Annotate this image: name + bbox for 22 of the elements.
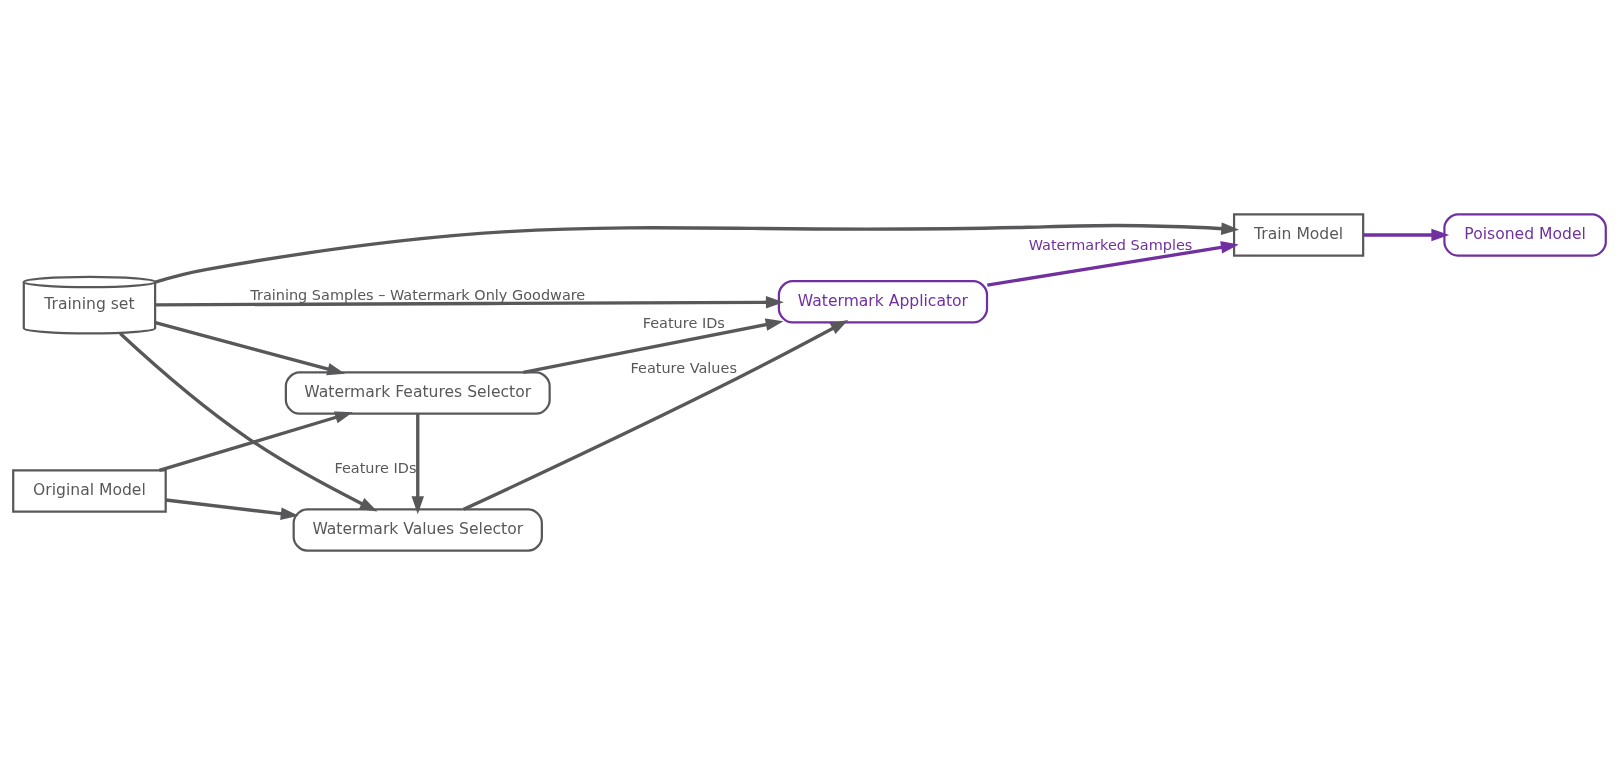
edge-label: Watermarked Samples <box>1028 236 1193 253</box>
arrow <box>154 222 1240 284</box>
node-box: Original Model <box>12 469 167 513</box>
edge-label: Feature Values <box>630 360 737 377</box>
arrow <box>462 320 849 511</box>
edge-label: Training Samples – Watermark Only Goodware <box>250 287 586 304</box>
edge-label: Feature IDs <box>642 314 725 331</box>
arrow <box>1363 228 1450 242</box>
arrow <box>987 241 1239 287</box>
node-box: Watermark Values Selector <box>292 508 543 552</box>
arrow <box>119 332 378 512</box>
arrow <box>165 498 299 520</box>
edge-label: Feature IDs <box>334 460 417 477</box>
node-box: Poisoned Model <box>1443 213 1607 257</box>
node-box: Watermark Features Selector <box>284 371 551 415</box>
arrow <box>158 411 353 472</box>
arrow <box>155 296 784 309</box>
arrow <box>523 318 784 375</box>
node-box: Watermark Applicator <box>777 280 989 324</box>
arrow <box>154 321 346 376</box>
arrow <box>411 413 424 515</box>
node-box: Train Model <box>1232 213 1365 257</box>
